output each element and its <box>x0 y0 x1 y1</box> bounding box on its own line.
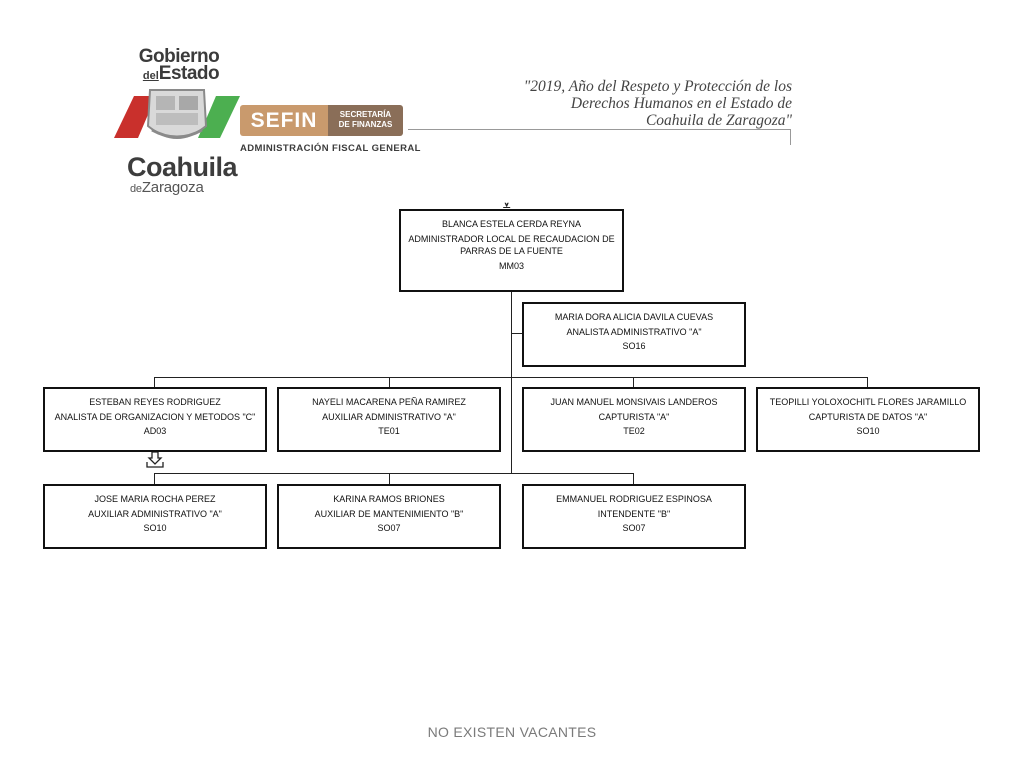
header-divider <box>408 129 791 130</box>
org-box: JOSE MARIA ROCHA PEREZ AUXILIAR ADMINIST… <box>43 484 267 549</box>
tray-arrow-icon <box>146 451 164 468</box>
org-box: EMMANUEL RODRIGUEZ ESPINOSA INTENDENTE "… <box>522 484 746 549</box>
secretaria-text: SECRETARÍA <box>339 110 392 119</box>
logo-zaragoza-text: Zaragoza <box>141 179 204 196</box>
sefin-logo: SEFIN SECRETARÍA DE FINANZAS <box>240 105 403 136</box>
connector-row1-drop-4 <box>867 377 868 388</box>
person-name: KARINA RAMOS BRIONES <box>333 494 445 504</box>
logo-gobierno-text: Gobierno <box>138 46 220 67</box>
slogan-line-3: Coahuila de Zaragoza" <box>645 112 792 129</box>
org-box: TEOPILLI YOLOXOCHITL FLORES JARAMILLO CA… <box>756 387 980 452</box>
logo-estado-text: Estado <box>158 63 220 84</box>
position-code: MM03 <box>498 260 524 271</box>
administracion-fiscal-general: ADMINISTRACIÓN FISCAL GENERAL <box>240 143 421 154</box>
chevron-down-icon: ⩡ <box>503 198 511 213</box>
person-name: ESTEBAN REYES RODRIGUEZ <box>89 397 221 407</box>
position-code: TE02 <box>623 426 645 436</box>
header-divider-end <box>790 129 791 145</box>
connector-trunk <box>511 290 512 473</box>
gobierno-coahuila-logo: Gobierno delEstado Coahuila deZaragoza <box>112 46 252 196</box>
connector-staff <box>511 333 523 334</box>
position-code: SO07 <box>377 523 401 533</box>
vacancies-note: NO EXISTEN VACANTES <box>427 724 597 740</box>
person-name: JOSE MARIA ROCHA PEREZ <box>94 494 216 504</box>
connector-row2-drop-1 <box>154 473 155 485</box>
person-name: NAYELI MACARENA PEÑA RAMIREZ <box>312 397 466 407</box>
position-title: ADMINISTRADOR LOCAL DE RECAUDACION DE <box>408 233 615 244</box>
connector-row1-drop-3 <box>633 377 634 388</box>
slogan: "2019, Año del Respeto y Protección de l… <box>524 78 792 129</box>
position-title: AUXILIAR ADMINISTRATIVO "A" <box>322 411 456 422</box>
org-box-administrador: BLANCA ESTELA CERDA REYNA ADMINISTRADOR … <box>399 209 624 292</box>
slogan-line-1: "2019, Año del Respeto y Protección de l… <box>523 78 792 95</box>
logo-de-text: de <box>130 183 142 195</box>
position-code: SO10 <box>856 426 880 436</box>
coat-of-arms-icon <box>114 89 240 139</box>
position-code: TE01 <box>378 426 400 436</box>
position-title-cont: PARRAS DE LA FUENTE <box>460 246 563 256</box>
de-finanzas-text: DE FINANZAS <box>338 120 393 129</box>
person-name: EMMANUEL RODRIGUEZ ESPINOSA <box>556 494 712 504</box>
person-name: TEOPILLI YOLOXOCHITL FLORES JARAMILLO <box>769 397 967 407</box>
org-box: ESTEBAN REYES RODRIGUEZ ANALISTA DE ORGA… <box>43 387 267 452</box>
position-title: CAPTURISTA DE DATOS "A" <box>808 411 928 422</box>
org-box-staff: MARIA DORA ALICIA DAVILA CUEVAS ANALISTA… <box>522 302 746 367</box>
position-code: SO07 <box>622 523 646 533</box>
logo-coahuila-text: Coahuila <box>127 152 238 182</box>
person-name: BLANCA ESTELA CERDA REYNA <box>441 219 582 229</box>
slogan-line-2: Derechos Humanos en el Estado de <box>570 95 792 112</box>
position-title: ANALISTA DE ORGANIZACION Y METODOS "C" <box>54 411 256 422</box>
person-name: JUAN MANUEL MONSIVAIS LANDEROS <box>550 397 718 407</box>
logo-de-zaragoza: deZaragoza <box>130 179 204 196</box>
org-box: NAYELI MACARENA PEÑA RAMIREZ AUXILIAR AD… <box>277 387 501 452</box>
connector-row1-bus <box>154 377 868 378</box>
connector-row2-bus <box>154 473 634 474</box>
secretaria-finanzas-label: SECRETARÍA DE FINANZAS <box>328 105 403 136</box>
position-code: SO16 <box>622 341 646 351</box>
org-box: JUAN MANUEL MONSIVAIS LANDEROS CAPTURIST… <box>522 387 746 452</box>
person-name: MARIA DORA ALICIA DAVILA CUEVAS <box>554 312 714 322</box>
connector-row1-drop-1 <box>154 377 155 388</box>
position-title: INTENDENTE "B" <box>597 508 671 519</box>
connector-row2-drop-3 <box>633 473 634 485</box>
sefin-text: SEFIN <box>240 105 328 136</box>
logo-del-text: del <box>142 70 159 82</box>
position-title: CAPTURISTA "A" <box>598 411 670 422</box>
position-code: AD03 <box>143 426 167 436</box>
position-title: AUXILIAR ADMINISTRATIVO "A" <box>88 508 222 519</box>
connector-row1-drop-2 <box>389 377 390 388</box>
connector-row2-drop-2 <box>389 473 390 485</box>
position-title: ANALISTA ADMINISTRATIVO "A" <box>566 326 702 337</box>
logo-del-estado: delEstado <box>116 63 246 85</box>
org-box: KARINA RAMOS BRIONES AUXILIAR DE MANTENI… <box>277 484 501 549</box>
position-code: SO10 <box>143 523 167 533</box>
position-title: AUXILIAR DE MANTENIMIENTO "B" <box>314 508 464 519</box>
